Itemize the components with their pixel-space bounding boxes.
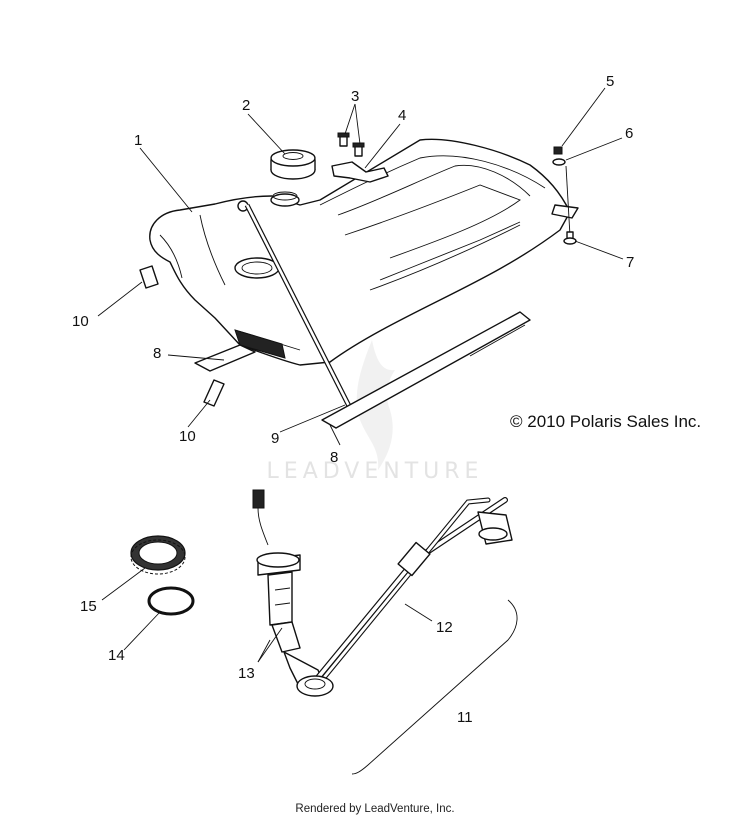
leader-lines xyxy=(97,87,624,663)
gasket xyxy=(147,586,195,616)
pad-small-lower xyxy=(203,379,225,407)
callout-11: 11 xyxy=(457,709,473,726)
lock-ring xyxy=(130,535,186,575)
fuel-tank xyxy=(149,138,579,366)
callout-10-lower: 10 xyxy=(179,428,196,445)
fuel-hose-assembly xyxy=(296,497,513,697)
callout-13: 13 xyxy=(238,665,255,682)
callout-7: 7 xyxy=(626,254,634,271)
assembly-bracket-11 xyxy=(351,599,518,775)
callout-15: 15 xyxy=(80,598,97,615)
washer xyxy=(552,158,566,166)
fuel-pump xyxy=(252,489,327,691)
callout-8-lower: 8 xyxy=(330,449,338,466)
copyright-text: © 2010 Polaris Sales Inc. xyxy=(510,412,701,431)
callout-3: 3 xyxy=(351,88,359,105)
footer-credit: Rendered by LeadVenture, Inc. xyxy=(295,803,454,815)
callout-4: 4 xyxy=(398,107,406,124)
nut xyxy=(553,146,563,155)
callout-14: 14 xyxy=(108,647,125,664)
callout-8-upper: 8 xyxy=(153,345,161,362)
callout-9: 9 xyxy=(271,430,279,447)
fuel-cap xyxy=(270,149,316,180)
callout-1: 1 xyxy=(134,132,142,149)
bolt-7 xyxy=(563,165,577,245)
callout-10-upper: 10 xyxy=(72,313,89,330)
callout-5: 5 xyxy=(606,73,614,90)
watermark-text: LEADVENTURE xyxy=(267,459,484,484)
callout-2: 2 xyxy=(242,97,250,114)
callout-12: 12 xyxy=(436,619,453,636)
pad-left xyxy=(194,344,256,372)
bracket xyxy=(331,161,389,183)
pad-right xyxy=(321,311,531,429)
callout-6: 6 xyxy=(625,125,633,142)
pad-small-upper xyxy=(139,265,159,289)
bolts xyxy=(337,132,365,157)
